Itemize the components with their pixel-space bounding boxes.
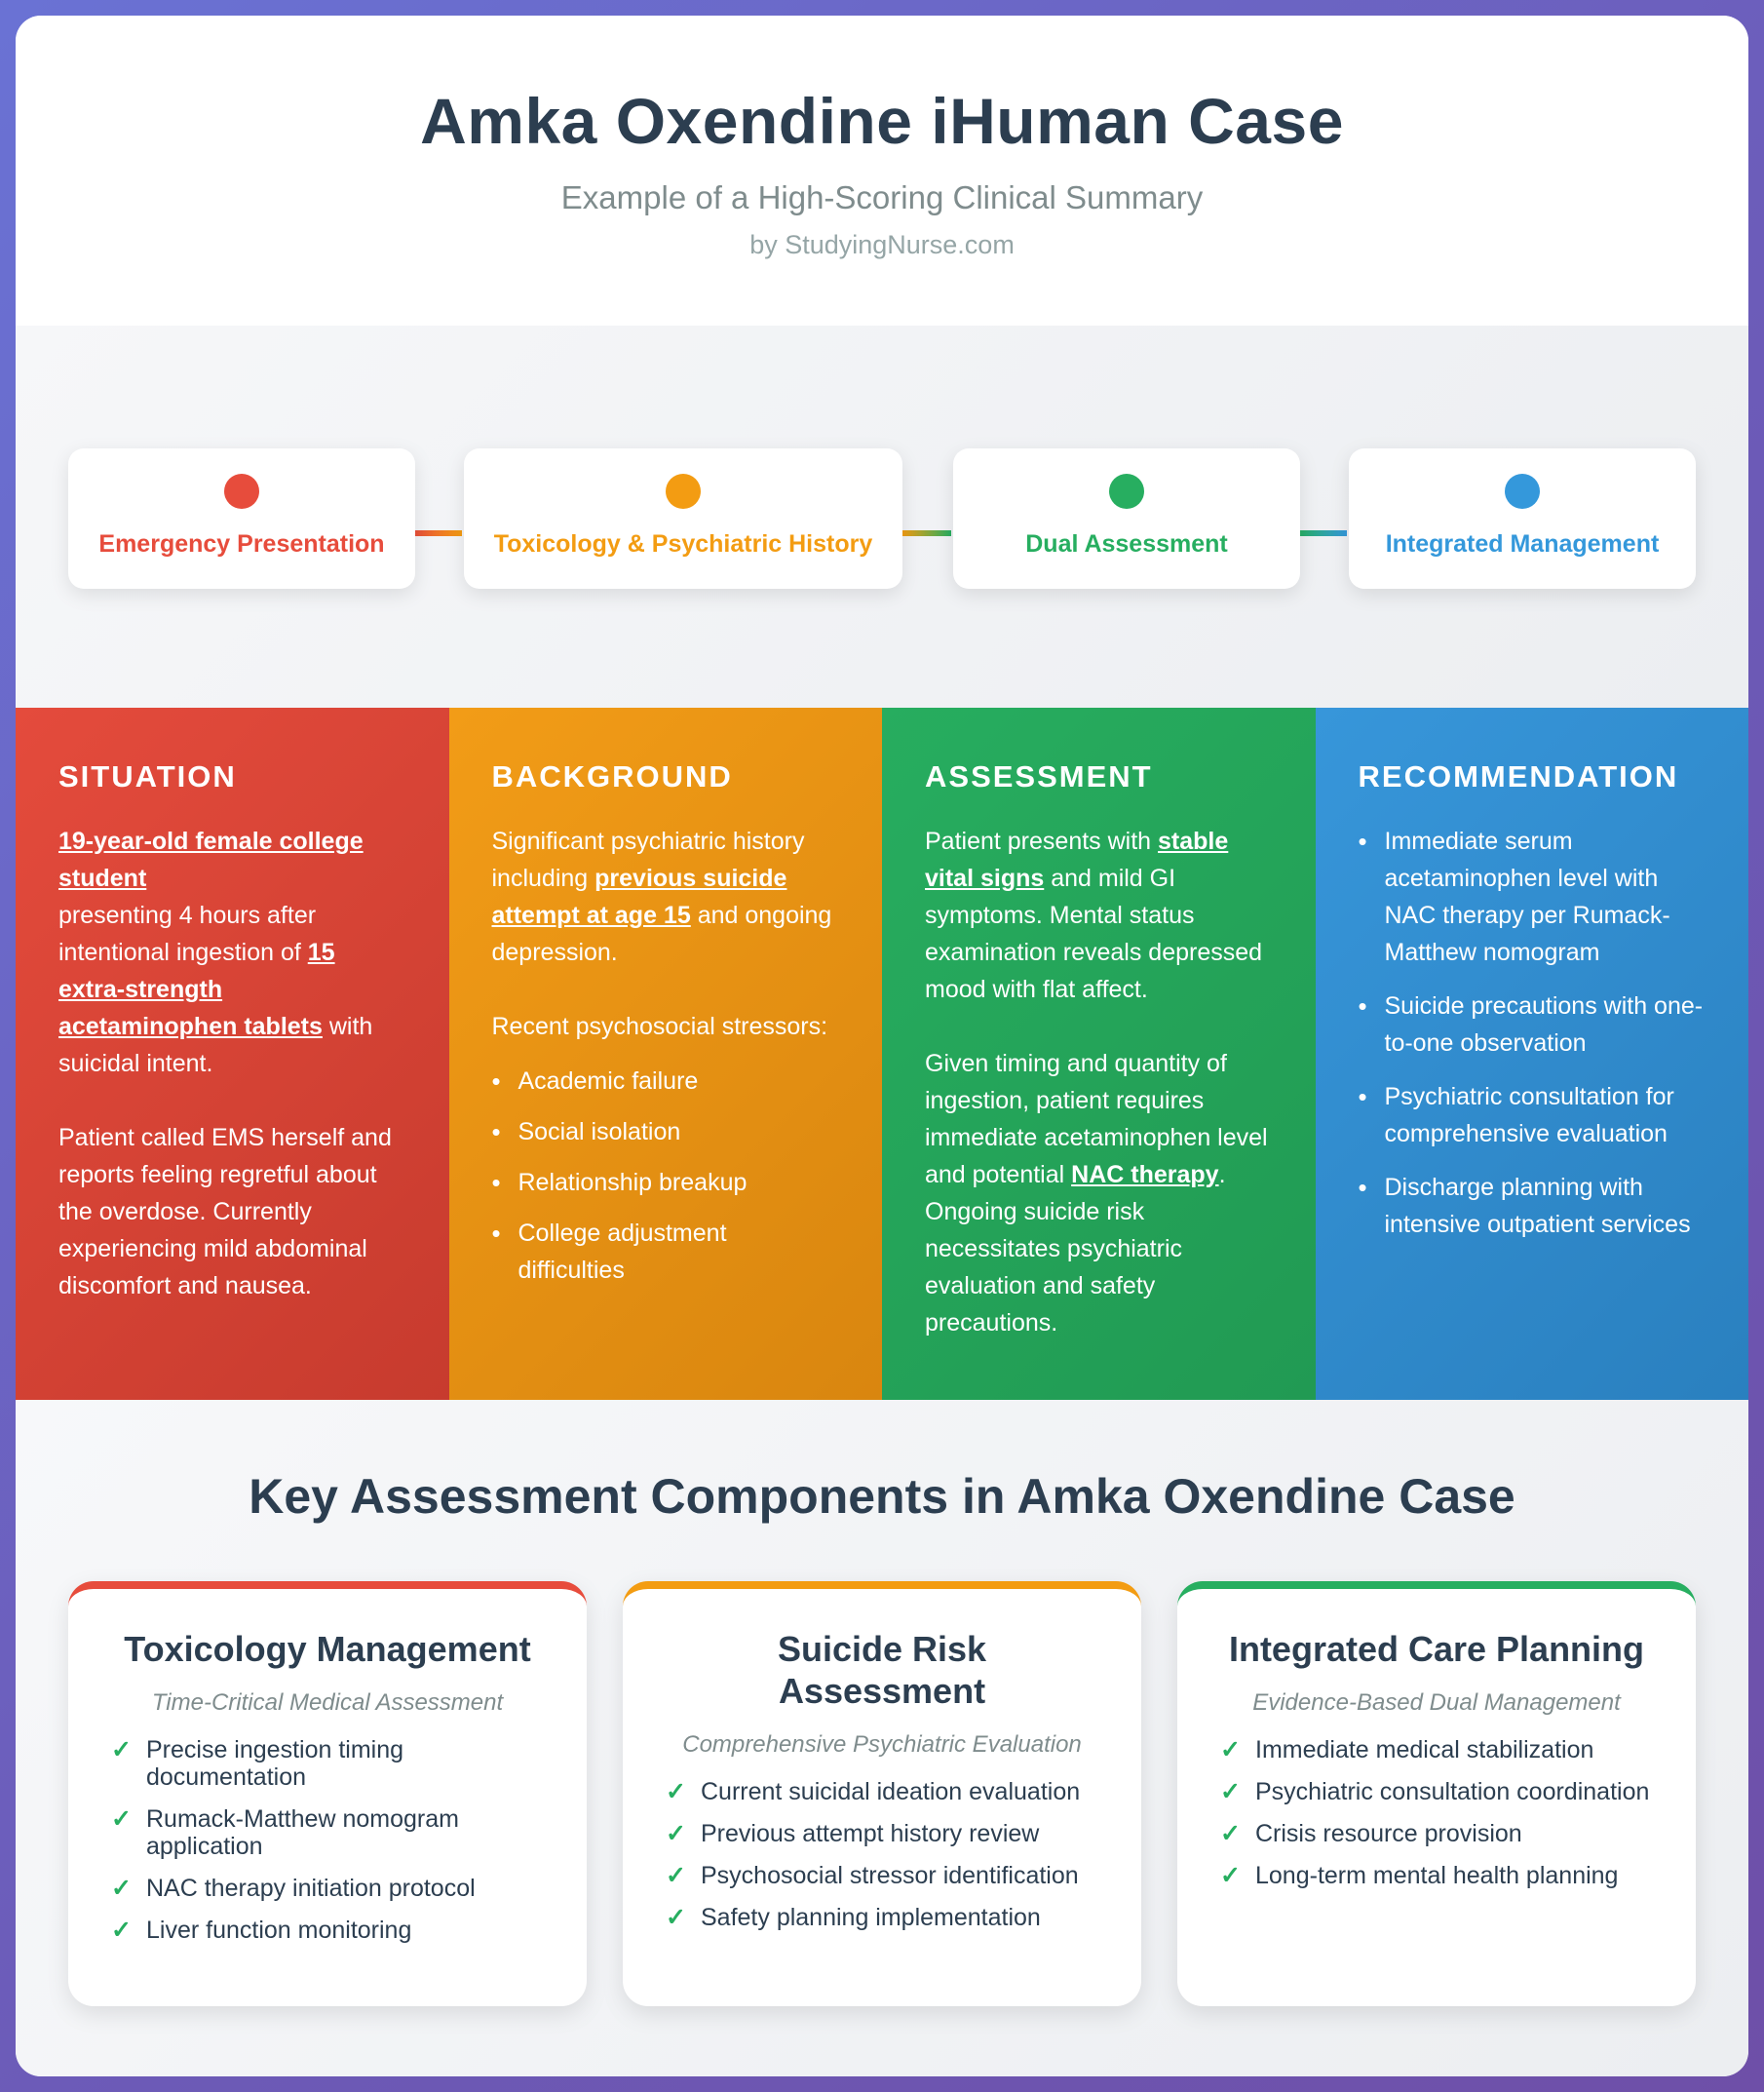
list-item: ✓Psychiatric consultation coordination (1220, 1778, 1650, 1805)
list-item: Suicide precautions with one-to-one obse… (1359, 988, 1706, 1062)
card-list: ✓Immediate medical stabilization ✓Psychi… (1220, 1736, 1653, 1889)
card-list: ✓Current suicidal ideation evaluation ✓P… (666, 1778, 1098, 1931)
list-item: ✓NAC therapy initiation protocol (111, 1875, 476, 1902)
card-title: Toxicology Management (124, 1629, 531, 1669)
list-item: ✓Immediate medical stabilization (1220, 1736, 1594, 1763)
card-list: ✓Precise ingestion timing documentation … (111, 1736, 544, 1944)
text: Significant psychiatric history includin… (491, 828, 805, 892)
timeline-label: Dual Assessment (1025, 530, 1228, 558)
highlight: previous suicide attempt at age 15 (491, 865, 787, 929)
sbar-section: SITUATION 19-year-old female college stu… (16, 708, 1748, 1400)
check-icon: ✓ (1220, 1778, 1241, 1805)
text: with suicidal intent. (58, 1013, 373, 1077)
check-icon: ✓ (1220, 1862, 1241, 1889)
timeline-step-management: Integrated Management (1349, 448, 1696, 589)
timeline-dot (1505, 474, 1540, 509)
page-title: Amka Oxendine iHuman Case (420, 85, 1344, 157)
card-subtitle: Time-Critical Medical Assessment (151, 1689, 504, 1716)
sbar-background: BACKGROUND Significant psychiatric histo… (448, 708, 882, 1400)
text: and mild GI symptoms. Mental status exam… (925, 865, 1263, 1003)
check-icon: ✓ (666, 1904, 686, 1931)
list-item: Social isolation (492, 1113, 840, 1150)
list-item: Relationship breakup (492, 1164, 840, 1201)
check-icon: ✓ (111, 1917, 132, 1944)
background-heading: BACKGROUND (491, 759, 733, 794)
recommendation-heading: RECOMMENDATION (1358, 759, 1679, 794)
check-icon: ✓ (1220, 1736, 1241, 1763)
list-item: ✓Liver function monitoring (111, 1917, 412, 1944)
timeline-connector (1298, 530, 1347, 536)
byline: by StudyingNurse.com (749, 230, 1015, 259)
page-card: Amka Oxendine iHuman Case Example of a H… (16, 16, 1748, 2076)
highlight: stable vital signs (925, 828, 1229, 892)
check-icon: ✓ (111, 1805, 132, 1833)
case-timeline: Emergency Presentation Toxicology & Psyc… (16, 326, 1748, 708)
timeline-dot (224, 474, 259, 509)
timeline-step-assessment: Dual Assessment (953, 448, 1300, 589)
timeline-step-history: Toxicology & Psychiatric History (464, 448, 902, 589)
list-item: ✓Precise ingestion timing documentation (111, 1736, 404, 1791)
card-subtitle: Evidence-Based Dual Management (1252, 1689, 1621, 1716)
assessment-paragraph-2: Given timing and quantity of ingestion, … (925, 1045, 1273, 1341)
check-icon: ✓ (666, 1862, 686, 1889)
sbar-situation: SITUATION 19-year-old female college stu… (16, 708, 449, 1400)
stressors-list: Academic failure Social isolation Relati… (492, 1063, 840, 1289)
list-item: ✓Current suicidal ideation evaluation (666, 1778, 1081, 1805)
situation-paragraph: 19-year-old female college student prese… (58, 823, 406, 1082)
timeline-dot (1109, 474, 1144, 509)
timeline-label: Toxicology & Psychiatric History (493, 530, 873, 558)
text: . Ongoing suicide risk necessitates psyc… (925, 1161, 1226, 1337)
text: Given timing and quantity of ingestion, … (925, 1050, 1268, 1188)
component-card-integrated-care: Integrated Care Planning Evidence-Based … (1177, 1581, 1696, 2006)
list-item: ✓Psychosocial stressor identification (666, 1862, 1079, 1889)
list-item: Discharge planning with intensive outpat… (1359, 1169, 1706, 1243)
text: Patient presents with (925, 828, 1152, 855)
assessment-heading: ASSESSMENT (925, 759, 1153, 794)
list-item: ✓Previous attempt history review (666, 1820, 1040, 1847)
stressors-label: Recent psychosocial stressors: (491, 1013, 828, 1040)
timeline-connector (413, 530, 462, 536)
card-title: Suicide Risk Assessment (777, 1629, 987, 1711)
highlight: 19-year-old female college student (58, 828, 364, 892)
timeline-connector (902, 530, 951, 536)
header: Amka Oxendine iHuman Case Example of a H… (16, 16, 1748, 326)
section-title: Key Assessment Components in Amka Oxendi… (249, 1469, 1515, 1524)
list-item: Immediate serum acetaminophen level with… (1359, 823, 1706, 971)
check-icon: ✓ (111, 1875, 132, 1902)
recommendation-list: Immediate serum acetaminophen level with… (1359, 823, 1706, 1243)
key-components-section: Key Assessment Components in Amka Oxendi… (16, 1400, 1748, 2076)
list-item: Psychiatric consultation for comprehensi… (1359, 1078, 1706, 1152)
timeline-label: Integrated Management (1385, 530, 1660, 558)
check-icon: ✓ (666, 1778, 686, 1805)
text: presenting 4 hours after intentional ing… (58, 902, 317, 966)
situation-heading: SITUATION (58, 759, 237, 794)
list-item: ✓Rumack-Matthew nomogram application (111, 1805, 459, 1860)
sbar-assessment: ASSESSMENT Patient presents with stable … (882, 708, 1316, 1400)
check-icon: ✓ (1220, 1820, 1241, 1847)
list-item: ✓Safety planning implementation (666, 1904, 1041, 1931)
timeline-step-emergency: Emergency Presentation (68, 448, 415, 589)
page-subtitle: Example of a High-Scoring Clinical Summa… (560, 179, 1204, 215)
background-paragraph: Significant psychiatric history includin… (492, 823, 840, 971)
list-item: Academic failure (492, 1063, 840, 1100)
text: and ongoing depression. (491, 902, 832, 966)
situation-paragraph-2: Patient called EMS herself and reports f… (58, 1124, 392, 1299)
sbar-recommendation: RECOMMENDATION Immediate serum acetamino… (1315, 708, 1748, 1400)
list-item: College adjustment difficulties (492, 1215, 840, 1289)
list-item: ✓Long-term mental health planning (1220, 1862, 1619, 1889)
component-card-suicide-risk: Suicide Risk Assessment Comprehensive Ps… (623, 1581, 1141, 2006)
check-icon: ✓ (111, 1736, 132, 1763)
card-title: Integrated Care Planning (1228, 1629, 1645, 1669)
list-item: ✓Crisis resource provision (1220, 1820, 1522, 1847)
component-card-toxicology: Toxicology Management Time-Critical Medi… (68, 1581, 587, 2006)
timeline-label: Emergency Presentation (98, 530, 385, 558)
timeline-dot (666, 474, 701, 509)
check-icon: ✓ (666, 1820, 686, 1847)
card-subtitle: Comprehensive Psychiatric Evaluation (682, 1731, 1082, 1758)
assessment-paragraph: Patient presents with stable vital signs… (925, 823, 1273, 1008)
highlight: NAC therapy (1071, 1161, 1219, 1188)
highlight: 15 extra-strength acetaminophen tablets (58, 939, 335, 1040)
